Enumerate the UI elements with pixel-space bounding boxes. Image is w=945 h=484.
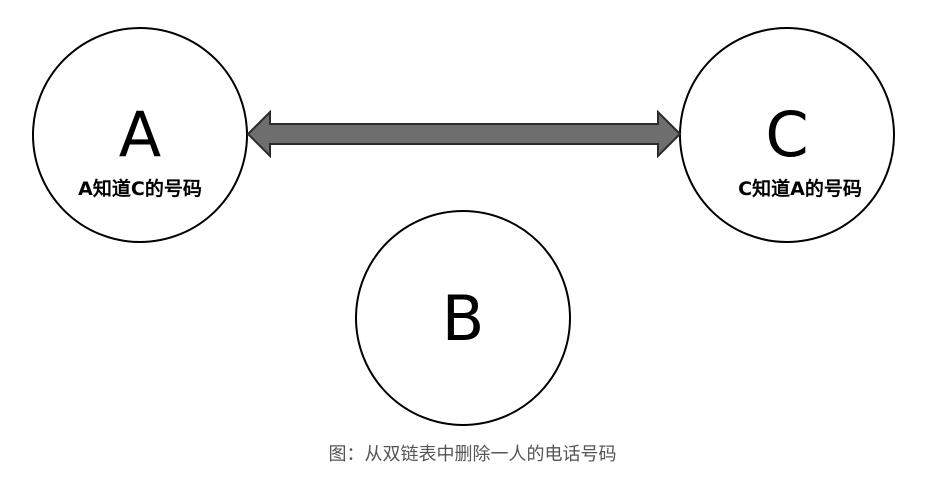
bidirectional-arrow bbox=[246, 109, 682, 159]
node-a: A A知道C的号码 bbox=[32, 27, 248, 243]
node-b-circle bbox=[355, 210, 571, 426]
node-c: C C知道A的号码 bbox=[679, 27, 895, 243]
node-c-description: C知道A的号码 bbox=[738, 177, 862, 200]
node-a-letter: A bbox=[119, 98, 161, 171]
node-b: B bbox=[355, 210, 571, 426]
node-b-letter: B bbox=[442, 282, 485, 355]
node-a-description: A知道C的号码 bbox=[78, 177, 202, 200]
node-c-letter: C bbox=[765, 98, 808, 171]
figure-caption: 图：从双链表中删除一人的电话号码 bbox=[328, 444, 617, 465]
node-a-circle bbox=[32, 27, 248, 243]
